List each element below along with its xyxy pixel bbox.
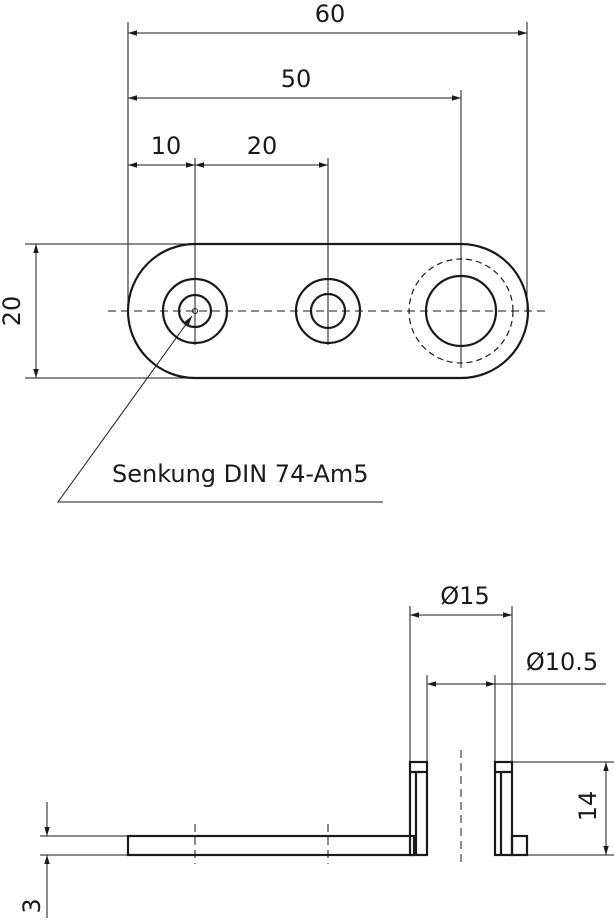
side-boss-foot: [510, 834, 529, 857]
dim-text-to-third-hole: 50: [281, 65, 312, 93]
hole-3-boss-hidden: [408, 258, 514, 364]
hole-3-bore: [424, 274, 498, 348]
hole-1-center: [192, 308, 198, 314]
dim-text-hole-pitch: 20: [247, 132, 278, 160]
hole-2-outer: [294, 277, 362, 345]
side-view: Ø15 Ø10.5 14 3: [18, 582, 614, 918]
hole-2-inner: [309, 292, 347, 330]
side-boss-right-wall: [493, 760, 514, 857]
dim-text-plate-thickness: 3: [18, 898, 46, 913]
side-plate: [126, 834, 416, 857]
plate-outline: [126, 242, 530, 380]
hole-1-outer: [161, 277, 229, 345]
dim-text-outer-diameter: Ø15: [440, 582, 489, 610]
dim-text-inner-diameter: Ø10.5: [526, 648, 598, 676]
top-view: 60 50 10 20 20 Senkung DIN 74-Am5: [0, 0, 548, 503]
dim-text-to-first-hole: 10: [151, 132, 182, 160]
dim-text-boss-height: 14: [574, 791, 602, 822]
callout-leader: [57, 315, 383, 503]
dim-text-height: 20: [0, 296, 26, 327]
side-boss-left-wall: [408, 760, 429, 857]
dim-text-overall: 60: [315, 0, 346, 28]
hole-1-inner: [177, 293, 213, 329]
callout-text: Senkung DIN 74-Am5: [112, 460, 369, 488]
